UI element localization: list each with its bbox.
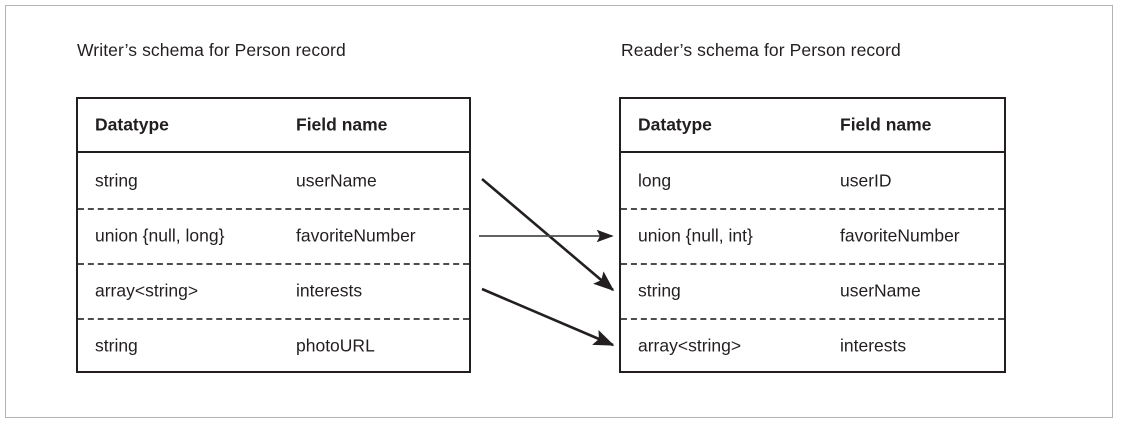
writer-table-header-row: Datatype Field name bbox=[78, 99, 469, 153]
writer-row-2-datatype: array<string> bbox=[95, 280, 199, 300]
reader-row-3-field-name: interests bbox=[840, 335, 907, 355]
reader-header-datatype: Datatype bbox=[638, 114, 712, 135]
reader-row-2-field-name: userName bbox=[840, 280, 921, 300]
reader-header-field-name: Field name bbox=[840, 114, 932, 135]
reader-row-0-field-name: userID bbox=[840, 170, 892, 190]
writer-row-1-field-name: favoriteNumber bbox=[296, 225, 416, 245]
table-row: array<string> interests bbox=[78, 263, 469, 318]
writer-row-0-datatype: string bbox=[95, 170, 138, 190]
table-row: string userName bbox=[621, 263, 1004, 318]
reader-row-0-datatype: long bbox=[638, 170, 672, 190]
reader-row-1-datatype: union {null, int} bbox=[638, 225, 753, 245]
writer-schema-table: Datatype Field name string userName unio… bbox=[76, 97, 471, 373]
reader-table-header-row: Datatype Field name bbox=[621, 99, 1004, 153]
reader-row-2-datatype: string bbox=[638, 280, 681, 300]
table-row: array<string> interests bbox=[621, 318, 1004, 373]
table-row: union {null, long} favoriteNumber bbox=[78, 208, 469, 263]
writer-row-3-field-name: photoURL bbox=[296, 335, 375, 355]
table-row: long userID bbox=[621, 153, 1004, 208]
reader-row-3-datatype: array<string> bbox=[638, 335, 742, 355]
writer-row-1-datatype: union {null, long} bbox=[95, 225, 225, 245]
reader-schema-table: Datatype Field name long userID union {n… bbox=[619, 97, 1006, 373]
table-row: string userName bbox=[78, 153, 469, 208]
writer-header-field-name: Field name bbox=[296, 114, 388, 135]
writer-row-3-datatype: string bbox=[95, 335, 138, 355]
writer-row-0-field-name: userName bbox=[296, 170, 377, 190]
writer-schema-caption: Writer’s schema for Person record bbox=[77, 40, 346, 60]
reader-schema-caption: Reader’s schema for Person record bbox=[621, 40, 901, 60]
writer-header-datatype: Datatype bbox=[95, 114, 169, 135]
reader-row-1-field-name: favoriteNumber bbox=[840, 225, 960, 245]
table-row: string photoURL bbox=[78, 318, 469, 373]
writer-row-2-field-name: interests bbox=[296, 280, 363, 300]
table-row: union {null, int} favoriteNumber bbox=[621, 208, 1004, 263]
